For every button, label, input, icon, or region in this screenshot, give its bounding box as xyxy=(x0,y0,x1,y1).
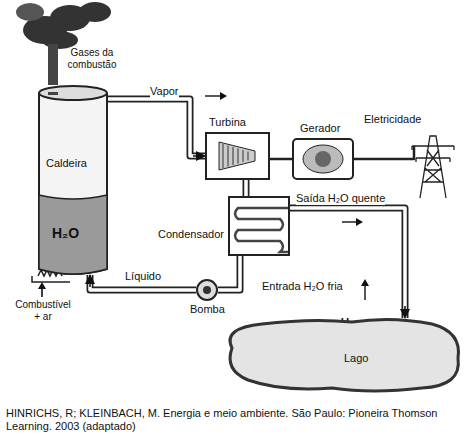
pipe-bore xyxy=(244,180,248,196)
arrow-head xyxy=(404,306,406,318)
flow-label: Líquido xyxy=(125,270,161,283)
power-tower-shape xyxy=(408,130,458,198)
flow-label: Saída H₂O quente xyxy=(296,192,385,205)
pump: Bomba xyxy=(196,279,218,301)
pipe xyxy=(108,99,205,156)
pipe-wall xyxy=(270,158,292,161)
shaft-wire xyxy=(354,146,414,159)
chimney xyxy=(48,44,58,85)
arrow-head xyxy=(193,155,205,157)
pipe-bore xyxy=(218,256,240,290)
boiler-label: Caldeira xyxy=(46,157,87,170)
fuel-label: Combustível + ar xyxy=(12,299,74,322)
pipe-wall xyxy=(108,99,205,156)
boiler-shape xyxy=(38,85,108,275)
water-label: H₂O xyxy=(52,225,79,241)
fuel-arrow xyxy=(38,282,46,297)
pipe xyxy=(246,180,247,196)
pump-shape xyxy=(196,279,218,301)
turbine: Turbina xyxy=(205,132,270,180)
pipe-bore xyxy=(108,99,205,156)
smoke-cloud xyxy=(16,2,111,49)
flow-label: Entrada H₂O fria xyxy=(262,280,343,293)
turbine-label: Turbina xyxy=(209,116,246,129)
lake-shape xyxy=(222,318,462,392)
pipe-wall xyxy=(290,208,405,318)
turbine-shape xyxy=(205,132,270,180)
pump-label: Bomba xyxy=(190,303,225,316)
power-tower: Eletricidade xyxy=(408,130,458,198)
lake: Lago xyxy=(222,318,462,392)
boiler: CaldeiraH₂O xyxy=(38,85,108,275)
caption: HINRICHS, R; KLEINBACH, M. Energia e mei… xyxy=(6,407,446,432)
condenser-label: Condensador xyxy=(158,228,224,241)
smoke-label: Gases da combustão xyxy=(62,47,122,70)
pipe xyxy=(218,256,240,290)
shaft-wire xyxy=(270,159,292,160)
lake-label: Lago xyxy=(344,352,368,365)
pipe-wall xyxy=(218,256,240,290)
generator: Gerador xyxy=(292,138,354,180)
pipe xyxy=(290,208,405,318)
generator-shape xyxy=(292,138,354,180)
pipe-bore xyxy=(290,208,405,318)
electricity-label: Eletricidade xyxy=(364,113,421,126)
pipe-wall xyxy=(243,180,250,196)
generator-label: Gerador xyxy=(300,122,340,135)
pipe-wall xyxy=(354,146,414,159)
flow-label: Vapor xyxy=(150,85,179,98)
condenser: Condensador xyxy=(228,196,290,256)
arrow-head xyxy=(89,275,91,287)
condenser-shape xyxy=(228,196,290,256)
